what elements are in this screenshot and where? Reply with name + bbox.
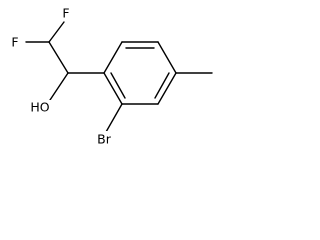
bond-cf2-choh <box>48 41 69 74</box>
bond-c-oh <box>47 72 69 104</box>
label-bg-bromine <box>93 131 115 147</box>
bond-ring-br <box>105 103 123 133</box>
bond-c-f-top <box>48 21 65 43</box>
ring-bond-4-5 <box>157 72 177 105</box>
label-bg-hydroxyl <box>29 100 53 116</box>
molecule-structure: F F HO Br <box>6 5 213 147</box>
atom-labels: F F HO Br <box>6 5 115 147</box>
ring-bond-6-1 <box>103 72 123 105</box>
ring-double-1-6 <box>110 72 126 99</box>
label-bg-f-top <box>58 5 72 21</box>
fluorine-top-label: F <box>62 6 69 21</box>
bond-group <box>25 21 213 133</box>
bromine-label: Br <box>97 132 112 147</box>
ring-double-4-5 <box>154 72 170 99</box>
hydroxyl-label: HO <box>30 100 49 115</box>
fluorine-left-label: F <box>11 35 18 50</box>
ring-bond-1-2 <box>103 41 123 74</box>
label-bg-f-left <box>6 35 22 51</box>
ring-bond-3-4 <box>157 41 177 74</box>
